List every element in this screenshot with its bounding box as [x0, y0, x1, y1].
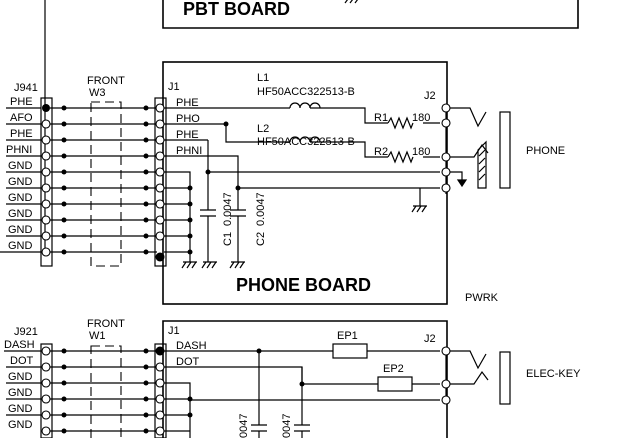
key-harness-wires — [41, 346, 157, 436]
phone-board-outline — [162, 61, 448, 305]
c1-ref: C1 — [222, 232, 234, 246]
front-w1-label: FRONT — [87, 318, 125, 330]
front-w1-ref: W1 — [89, 330, 106, 342]
ep1-ref: EP1 — [337, 330, 358, 342]
j941-pin-label: GND — [8, 160, 33, 172]
key-j2-ref: J2 — [424, 333, 436, 345]
key-cap-a-value: 0047 — [238, 414, 250, 438]
key-j1-pin-label: DASH — [176, 340, 207, 352]
key-cap-b-value: 0047 — [281, 414, 293, 438]
front-w3-ref: W3 — [89, 87, 106, 99]
phone-j1-pin-label: PHNI — [176, 145, 202, 157]
j941-connector — [40, 97, 53, 267]
front-w3-label: FRONT — [87, 75, 125, 87]
phone-jack-symbol — [450, 107, 511, 189]
j941-pin-label: GND — [8, 176, 33, 188]
phone-j1-ref: J1 — [168, 81, 180, 93]
phone-section: J941 PHE AFO PHE PHNI GND GND GND GND GN… — [0, 61, 565, 305]
phone-j2-pins — [441, 103, 451, 194]
j921-pin-label: GND — [8, 371, 33, 383]
pwrk-label: PWRK — [465, 292, 499, 304]
phone-j2-ref: J2 — [424, 90, 436, 102]
l2-inductor-symbol — [289, 136, 321, 143]
phone-board-title: PHONE BOARD — [236, 275, 371, 295]
j941-pin-label: GND — [8, 208, 33, 220]
j921-ref: J921 — [14, 326, 38, 338]
c2-capacitor-symbol — [230, 188, 246, 262]
phone-j1-pin-label: PHE — [176, 129, 199, 141]
j921-label-lines — [4, 350, 41, 416]
key-j1-ref: J1 — [168, 325, 180, 337]
c2-ref: C2 — [255, 232, 267, 246]
j941-pin-label: PHE — [10, 96, 33, 108]
ep2-symbol — [377, 376, 413, 392]
l2-part: HF50ACC322513-B — [257, 136, 355, 148]
j941-pin-label: GND — [8, 224, 33, 236]
pbt-board: PBT BOARD — [162, 0, 579, 29]
c1-capacitor-symbol — [200, 172, 216, 262]
j941-pin-label: AFO — [10, 112, 33, 124]
key-j1-connector — [154, 343, 167, 438]
j941-pin-label: PHE — [10, 128, 33, 140]
key-section: J921 DASH DOT GND GND GND GND — [4, 318, 581, 438]
phone-jack-label: PHONE — [526, 145, 565, 157]
j921-pin-label: GND — [8, 419, 33, 431]
r2-value: 180 — [412, 146, 430, 158]
key-board-wiring — [164, 348, 440, 438]
j941-pins: PHE AFO PHE PHNI GND GND GND GND GND GND — [6, 96, 33, 252]
r1-resistor-symbol — [387, 116, 414, 130]
l1-part: HF50ACC322513-B — [257, 86, 355, 98]
l2-ref: L2 — [257, 123, 269, 135]
ep2-ref: EP2 — [383, 363, 404, 375]
j941-ref: J941 — [14, 82, 38, 94]
c2-value: 0.0047 — [255, 192, 267, 226]
j921-pin-label: DASH — [4, 339, 35, 351]
j941-pin-label: GND — [8, 240, 33, 252]
pbt-board-title: PBT BOARD — [183, 0, 290, 19]
l1-ref: L1 — [257, 72, 269, 84]
l1-inductor-symbol — [289, 102, 321, 109]
r1-value: 180 — [412, 112, 430, 124]
elec-key-label: ELEC-KEY — [526, 368, 581, 380]
j921-pin-label: GND — [8, 403, 33, 415]
j941-pin-label: PHNI — [6, 144, 32, 156]
j941-pin-label: GND — [8, 192, 33, 204]
elec-key-jack-symbol — [450, 350, 511, 405]
j921-connector — [40, 343, 53, 438]
front-w1-block — [90, 345, 122, 438]
phone-board-wiring — [164, 107, 440, 269]
phone-j1-pin-label: PHO — [176, 113, 200, 125]
j921-pin-label: DOT — [10, 355, 34, 367]
r1-ref: R1 — [374, 112, 388, 124]
key-board-outline — [162, 320, 448, 438]
r2-ref: R2 — [374, 146, 388, 158]
phone-j1-pin-label: PHE — [176, 97, 199, 109]
key-j2-pins — [441, 346, 451, 405]
j941-label-lines — [0, 107, 41, 253]
c1-value: 0.0047 — [222, 192, 234, 226]
front-w3-block — [90, 101, 122, 267]
phone-j1-pins — [155, 103, 165, 262]
phone-j1-connector — [154, 97, 167, 267]
r2-resistor-symbol — [387, 150, 414, 164]
j921-pin-label: GND — [8, 387, 33, 399]
key-j1-pin-label: DOT — [176, 356, 200, 368]
ep1-symbol — [332, 343, 368, 359]
phone-harness-wires — [41, 104, 157, 257]
